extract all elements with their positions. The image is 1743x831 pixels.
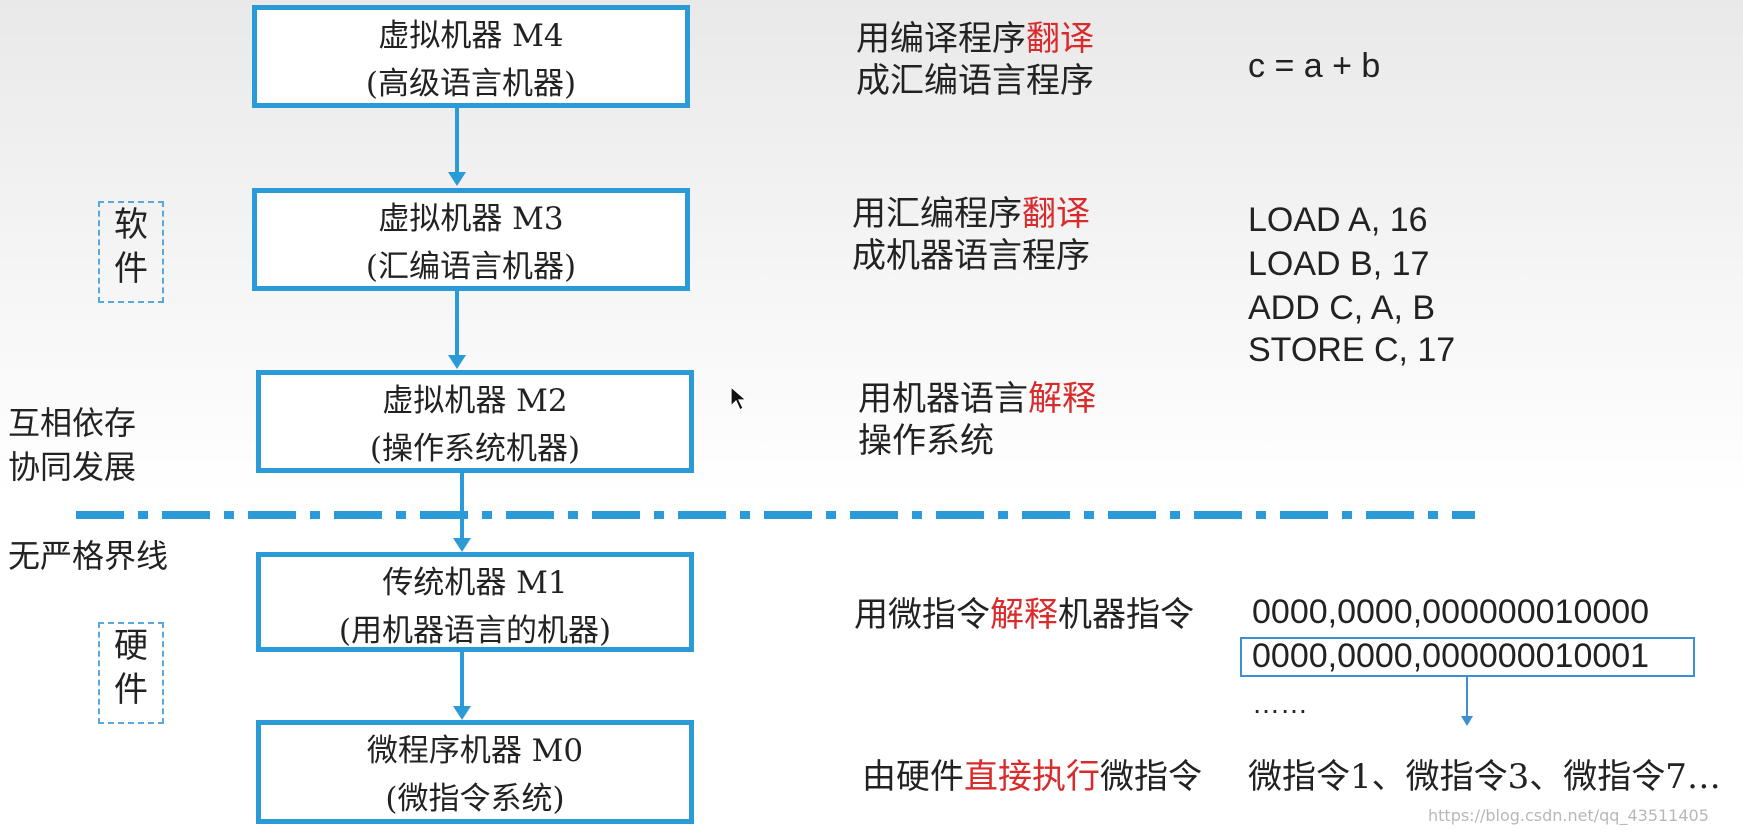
level-box-m4: 虚拟机器 M4 (高级语言机器) [252, 5, 690, 108]
small-down-arrow [1466, 677, 1468, 719]
desc-line2: 成汇编语言程序 [856, 61, 1094, 101]
level-title: 虚拟机器 M2 [382, 383, 568, 419]
level-box-m3: 虚拟机器 M3 (汇编语言机器) [252, 188, 690, 291]
level-desc-m4: 用编译程序翻译 成汇编语言程序 [856, 18, 1094, 102]
desc-emphasis: 翻译 [1022, 194, 1090, 234]
software-tag-char: 件 [114, 249, 148, 289]
level-title: 传统机器 M1 [382, 565, 568, 601]
desc-emphasis: 解释 [990, 595, 1058, 635]
example-m3-line: LOAD B, 17 [1248, 245, 1430, 283]
level-subtitle: (微指令系统) [385, 781, 565, 817]
arrow-m2-m1 [460, 473, 464, 540]
level-box-m0: 微程序机器 M0 (微指令系统) [256, 720, 694, 824]
level-title: 微程序机器 M0 [366, 733, 584, 769]
desc-text: 用汇编程序 [852, 194, 1022, 234]
example-m1-line: 0000,0000,000000010000 [1252, 593, 1650, 631]
example-m1-line: 0000,0000,000000010001 [1252, 637, 1650, 675]
mouse-cursor-icon [730, 386, 748, 411]
arrow-m3-m2 [455, 291, 459, 358]
arrowhead-m4-m3 [448, 172, 466, 186]
desc-text: 用机器语言 [858, 379, 1028, 419]
level-box-m1: 传统机器 M1 (用机器语言的机器) [256, 552, 694, 652]
desc-line2: 操作系统 [858, 421, 994, 461]
desc-text: 机器指令 [1058, 595, 1194, 635]
software-tag-char: 软 [114, 205, 148, 245]
example-m3-line: STORE C, 17 [1248, 331, 1456, 369]
example-m0: 微指令1、微指令3、微指令7… [1248, 757, 1721, 797]
no-strict-boundary-label: 无严格界线 [8, 537, 169, 575]
software-hardware-divider [76, 511, 1475, 519]
arrowhead-m1-m0 [453, 706, 471, 720]
level-subtitle: (用机器语言的机器) [338, 613, 612, 649]
desc-emphasis: 直接执行 [964, 757, 1100, 797]
level-title: 虚拟机器 M3 [378, 201, 564, 237]
example-m1-ellipsis: …… [1252, 688, 1308, 719]
arrow-m4-m3 [455, 108, 459, 176]
level-subtitle: (汇编语言机器) [365, 249, 577, 285]
arrowhead-m3-m2 [448, 355, 466, 369]
small-down-arrowhead [1461, 716, 1473, 726]
hardware-tag: 硬 件 [98, 622, 164, 724]
watermark: https://blog.csdn.net/qq_43511405 [1428, 806, 1709, 825]
desc-emphasis: 翻译 [1026, 19, 1094, 59]
hardware-tag-char: 硬 [114, 626, 148, 666]
interdependent-label-line2: 协同发展 [8, 448, 137, 486]
level-subtitle: (操作系统机器) [369, 431, 581, 467]
arrowhead-m2-m1 [453, 538, 471, 552]
interdependent-label-line1: 互相依存 [8, 404, 137, 442]
level-desc-m3: 用汇编程序翻译 成机器语言程序 [852, 193, 1090, 277]
level-desc-m0: 由硬件直接执行微指令 [862, 756, 1202, 798]
level-subtitle: (高级语言机器) [365, 66, 577, 102]
highlighted-instruction-box [1240, 637, 1695, 677]
arrow-m1-m0 [460, 652, 464, 708]
desc-line2: 成机器语言程序 [852, 236, 1090, 276]
level-desc-m2: 用机器语言解释 操作系统 [858, 378, 1096, 462]
example-m4: c = a + b [1248, 47, 1381, 85]
example-m3-line: ADD C, A, B [1248, 289, 1436, 327]
software-tag: 软 件 [98, 201, 164, 303]
desc-emphasis: 解释 [1028, 379, 1096, 419]
level-box-m2: 虚拟机器 M2 (操作系统机器) [256, 370, 694, 473]
example-m3-line: LOAD A, 16 [1248, 201, 1428, 239]
desc-text: 由硬件 [862, 757, 964, 797]
desc-text: 微指令 [1100, 757, 1202, 797]
level-desc-m1: 用微指令解释机器指令 [854, 594, 1194, 636]
desc-text: 用编译程序 [856, 19, 1026, 59]
hardware-tag-char: 件 [114, 670, 148, 710]
desc-text: 用微指令 [854, 595, 990, 635]
level-title: 虚拟机器 M4 [378, 18, 564, 54]
